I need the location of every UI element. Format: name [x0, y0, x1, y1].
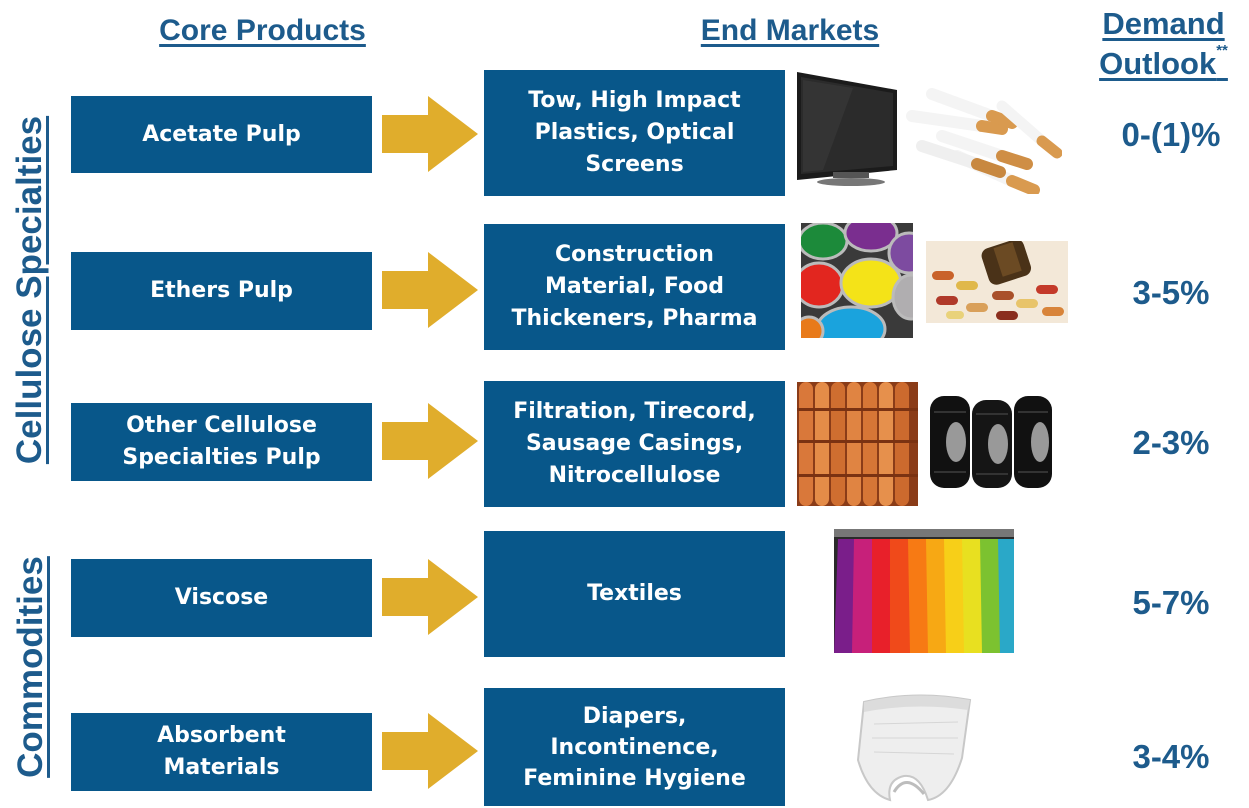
outlook-acetate: 0-(1)% — [1121, 116, 1221, 153]
arrow-icon — [382, 713, 478, 789]
outlook-absorbent: 3-4% — [1132, 738, 1210, 775]
end-market-line: Nitrocellulose — [548, 463, 721, 488]
commodities-label: Commodities — [11, 556, 50, 778]
core-product-label: Ethers Pulp — [150, 278, 293, 303]
end-market-line: Thickeners, Pharma — [511, 306, 758, 331]
core-product-label: Absorbent — [157, 723, 286, 748]
end-market-line: Textiles — [587, 581, 682, 606]
end-market-line: Plastics, Optical — [534, 120, 735, 145]
diaper-icon — [856, 694, 972, 802]
end-market-line: Filtration, Tirecord, — [513, 399, 756, 424]
clothes-icon — [834, 529, 1014, 653]
outlook-viscose: 5-7% — [1132, 584, 1210, 621]
core-product-label: Acetate Pulp — [142, 121, 301, 147]
core-product-acetate-pulp: Acetate Pulp — [71, 96, 372, 173]
arrow-icon — [382, 252, 478, 328]
tires-icon — [930, 396, 1052, 488]
core-product-label: Other Cellulose — [126, 413, 317, 438]
end-market-absorbent: Diapers, Incontinence, Feminine Hygiene — [484, 688, 785, 806]
core-product-label: Materials — [163, 755, 280, 780]
end-market-line: Screens — [585, 152, 684, 177]
arrow-icon — [382, 96, 478, 172]
core-product-label: Viscose — [174, 585, 269, 610]
end-market-line: Incontinence, — [550, 734, 719, 760]
end-market-line: Feminine Hygiene — [523, 765, 746, 791]
end-market-ethers: Construction Material, Food Thickeners, … — [484, 224, 785, 350]
cellulose-specialties-label: Cellulose Specialties — [10, 115, 49, 465]
core-products-header: Core Products — [159, 14, 366, 47]
demand-outlook-footnote: ** — [1216, 42, 1228, 59]
end-market-line: Material, Food — [544, 274, 725, 299]
demand-outlook-header: Demand Outlook** — [1078, 4, 1249, 84]
demand-outlook-line1: Demand — [1102, 6, 1225, 41]
core-product-ethers-pulp: Ethers Pulp — [71, 252, 372, 330]
end-market-line: Tow, High Impact — [528, 88, 741, 113]
core-product-absorbent-materials: Absorbent Materials — [71, 713, 372, 791]
end-market-line: Diapers, — [582, 703, 687, 729]
core-product-viscose: Viscose — [71, 559, 372, 637]
sausages-icon — [797, 382, 918, 506]
paint-cans-icon — [801, 223, 913, 338]
end-market-line: Construction — [555, 242, 714, 267]
arrow-icon — [382, 403, 478, 479]
end-market-viscose: Textiles — [484, 531, 785, 657]
cigarettes-icon — [906, 88, 1062, 194]
core-product-other-cellulose: Other Cellulose Specialties Pulp — [71, 403, 372, 481]
end-market-other-cellulose: Filtration, Tirecord, Sausage Casings, N… — [484, 381, 785, 507]
end-market-line: Sausage Casings, — [525, 431, 744, 456]
end-market-acetate: Tow, High Impact Plastics, Optical Scree… — [484, 70, 785, 196]
pills-icon — [926, 241, 1068, 323]
outlook-ethers: 3-5% — [1132, 274, 1210, 311]
outlook-other-cellulose: 2-3% — [1132, 424, 1210, 461]
tv-icon — [797, 72, 897, 186]
end-markets-header: End Markets — [700, 14, 880, 47]
demand-outlook-line2: Outlook — [1099, 46, 1217, 81]
core-product-label: Specialties Pulp — [122, 445, 321, 470]
arrow-icon — [382, 559, 478, 635]
